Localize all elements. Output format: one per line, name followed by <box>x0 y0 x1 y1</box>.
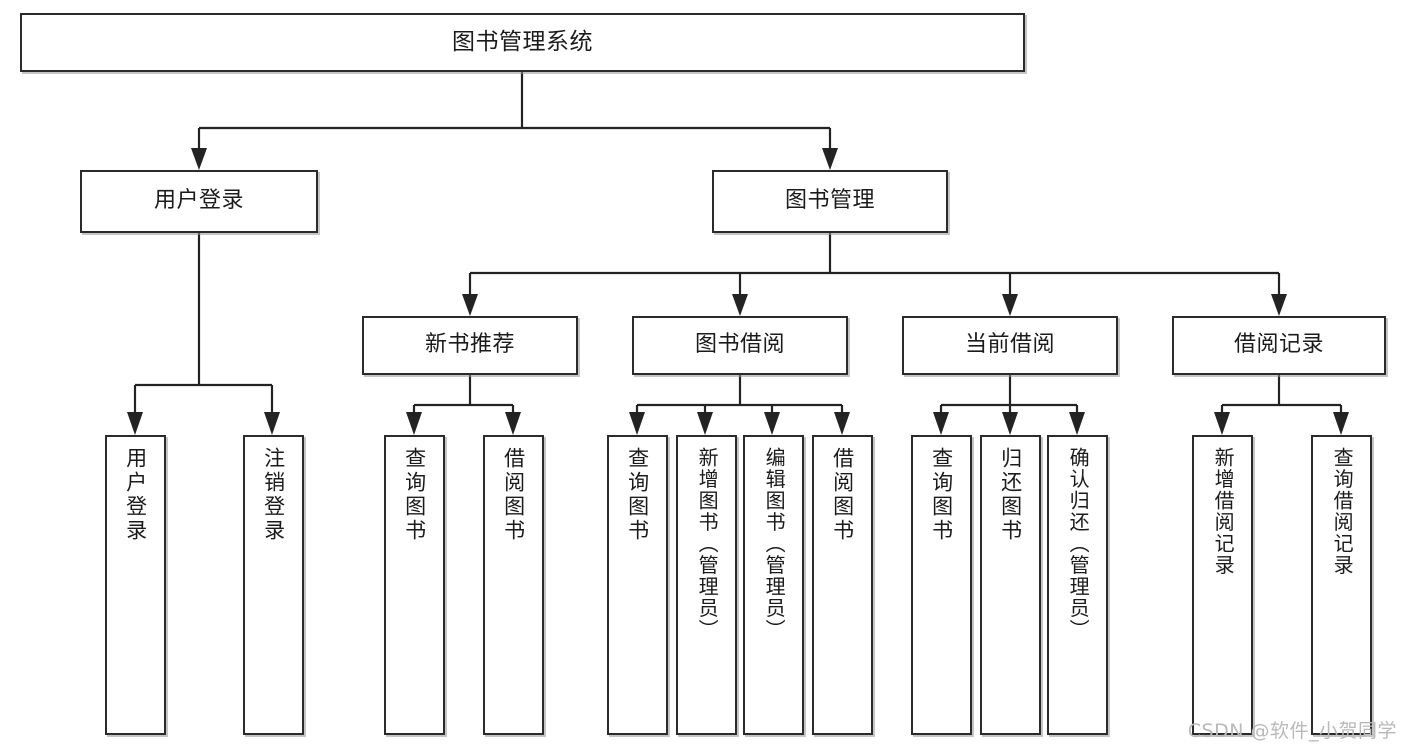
leaf-borrow-record-add-label: 新增借阅记录 <box>1211 447 1236 576</box>
node-current-borrow[interactable]: 当前借阅 <box>902 316 1118 375</box>
leaf-new-book-borrow-label: 借阅图书 <box>501 447 526 543</box>
leaf-book-borrow-query[interactable]: 查询图书 <box>607 435 668 735</box>
arrow-user-login <box>191 148 207 170</box>
leaf-book-borrow-borrow[interactable]: 借阅图书 <box>812 435 873 735</box>
leaf-current-borrow-query[interactable]: 查询图书 <box>911 435 972 735</box>
node-root[interactable]: 图书管理系统 <box>20 13 1025 72</box>
leaf-book-borrow-borrow-label: 借阅图书 <box>830 447 855 543</box>
leaf-book-borrow-add-label: 新增图书（管理员） <box>695 447 720 641</box>
arrow-leaf-user-login-0 <box>127 412 143 435</box>
leaf-book-borrow-add[interactable]: 新增图书（管理员） <box>676 435 737 735</box>
arrow-borrowrecord <box>1271 294 1287 316</box>
node-book-borrow[interactable]: 图书借阅 <box>632 316 848 375</box>
arrow-leaf-borrowrecord-0 <box>1214 412 1230 435</box>
arrow-bookborrow <box>732 294 748 316</box>
node-current-borrow-label: 当前借阅 <box>964 332 1055 358</box>
arrow-leaf-bookborrow-1 <box>697 412 713 435</box>
leaf-current-borrow-return[interactable]: 归还图书 <box>980 435 1041 735</box>
arrow-leaf-newbook-0 <box>406 412 422 435</box>
node-root-label: 图书管理系统 <box>452 28 593 55</box>
watermark-text: CSDN @软件_小贺同学 <box>1187 720 1397 742</box>
leaf-new-book-query-label: 查询图书 <box>402 447 427 543</box>
node-user-login-label: 用户登录 <box>153 188 244 214</box>
node-book-borrow-label: 图书借阅 <box>694 332 785 358</box>
leaf-book-borrow-edit[interactable]: 编辑图书（管理员） <box>743 435 804 735</box>
leaf-user-login-login-label: 用户登录 <box>123 447 148 543</box>
node-borrow-record[interactable]: 借阅记录 <box>1172 316 1386 375</box>
leaf-borrow-record-query-label: 查询借阅记录 <box>1330 447 1355 576</box>
leaf-user-login-logout-label: 注销登录 <box>261 447 286 543</box>
leaf-user-login-logout[interactable]: 注销登录 <box>243 435 304 735</box>
node-new-book-recommend-label: 新书推荐 <box>424 332 515 358</box>
leaf-user-login-login[interactable]: 用户登录 <box>105 435 166 735</box>
node-book-management[interactable]: 图书管理 <box>712 170 948 233</box>
leaf-borrow-record-add[interactable]: 新增借阅记录 <box>1192 435 1253 735</box>
arrow-leaf-currentborrow-1 <box>1002 412 1018 435</box>
leaf-current-borrow-return-label: 归还图书 <box>998 447 1023 543</box>
arrow-newbook <box>462 294 478 316</box>
leaf-current-borrow-confirm-label: 确认归还（管理员） <box>1066 447 1091 641</box>
node-user-login[interactable]: 用户登录 <box>80 170 318 233</box>
leaf-current-borrow-confirm[interactable]: 确认归还（管理员） <box>1047 435 1108 735</box>
arrow-leaf-user-login-1 <box>264 412 280 435</box>
leaf-book-borrow-query-label: 查询图书 <box>625 447 650 543</box>
arrow-leaf-currentborrow-0 <box>933 412 949 435</box>
arrow-leaf-borrowrecord-1 <box>1333 412 1349 435</box>
arrow-currentborrow <box>1002 294 1018 316</box>
leaf-current-borrow-query-label: 查询图书 <box>929 447 954 543</box>
arrow-leaf-bookborrow-0 <box>629 412 645 435</box>
leaf-book-borrow-edit-label: 编辑图书（管理员） <box>762 447 787 641</box>
node-borrow-record-label: 借阅记录 <box>1233 332 1324 358</box>
arrow-leaf-bookborrow-2 <box>764 412 780 435</box>
node-new-book-recommend[interactable]: 新书推荐 <box>362 316 578 375</box>
arrow-book-mgmt <box>822 148 838 170</box>
leaf-borrow-record-query[interactable]: 查询借阅记录 <box>1311 435 1372 735</box>
leaf-new-book-borrow[interactable]: 借阅图书 <box>483 435 544 735</box>
node-book-management-label: 图书管理 <box>784 188 875 214</box>
arrow-leaf-newbook-1 <box>505 412 521 435</box>
arrow-leaf-bookborrow-3 <box>834 412 850 435</box>
arrow-leaf-currentborrow-2 <box>1069 412 1085 435</box>
leaf-new-book-query[interactable]: 查询图书 <box>384 435 445 735</box>
